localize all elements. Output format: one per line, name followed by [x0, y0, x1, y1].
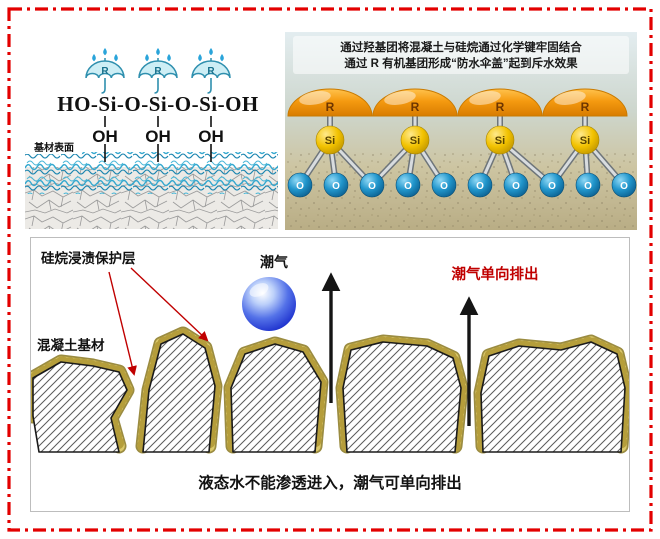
r-dome-group: R R R R	[287, 88, 628, 117]
bottom-caption: 液态水不能渗透进入，潮气可单向排出	[198, 473, 462, 492]
o-label: O	[404, 181, 412, 192]
o-atom: O	[287, 172, 313, 198]
o-atom: O	[467, 172, 493, 198]
oh-labels: OH OH OH	[92, 127, 224, 146]
cross-section-drawing: 硅烷浸渍保护层 潮气 潮气单向排出 混凝土基材 液态水不能渗透进入，潮气可单向排…	[31, 250, 629, 492]
dome-r-label: R	[581, 100, 590, 114]
umbrella-icon: R	[138, 48, 178, 94]
umbrella-icon: R	[85, 48, 125, 94]
bond-lines-to-oh	[104, 116, 212, 127]
si-atom: Si	[315, 125, 345, 155]
chemical-formula-drawing: 基材表面 R	[25, 48, 278, 229]
o-atom: O	[395, 172, 421, 198]
concrete-block	[32, 333, 626, 453]
water-droplet-ball	[242, 277, 296, 331]
frame-rect	[7, 7, 653, 532]
caption-line-2: 通过 R 有机基团形成“防水伞盖”起到斥水效果	[344, 56, 578, 70]
si-atom: Si	[400, 125, 430, 155]
dome-r-label: R	[411, 100, 420, 114]
panel-molecular-structure: 通过羟基团将混凝土与硅烷通过化学键牢固结合 通过 R 有机基团形成“防水伞盖”起…	[285, 32, 637, 230]
red-pointer-lines	[108, 267, 209, 376]
umbrella-r-label: R	[207, 66, 215, 77]
dome-r-label: R	[496, 100, 505, 114]
si-atom: Si	[570, 125, 600, 155]
caption-line-1: 通过羟基团将混凝土与硅烷通过化学键牢固结合	[340, 40, 582, 54]
pointer-line	[130, 267, 209, 342]
o-label: O	[476, 181, 484, 192]
moisture-up-arrows	[321, 272, 479, 426]
umbrella-group: R R	[85, 48, 231, 94]
umbrella-r-label: R	[101, 66, 109, 77]
o-atom: O	[323, 172, 349, 198]
o-label: O	[368, 181, 376, 192]
moisture-label: 潮气	[260, 254, 288, 270]
rain-drop-icon	[145, 48, 171, 62]
o-atom: O	[611, 172, 637, 198]
oh-label: OH	[198, 127, 224, 146]
surface-label-group: 基材表面	[26, 140, 82, 154]
umbrella-r-label: R	[154, 66, 162, 77]
coated-concrete-blocks	[31, 326, 629, 454]
panel-cross-section: 硅烷浸渍保护层 潮气 潮气单向排出 混凝土基材 液态水不能渗透进入，潮气可单向排…	[30, 237, 630, 512]
si-atom: Si	[485, 125, 515, 155]
o-atom: O	[359, 172, 385, 198]
waterproof-dome: R	[372, 88, 458, 117]
o-label: O	[620, 181, 628, 192]
o-atom: O	[431, 172, 457, 198]
pointer-line	[108, 271, 137, 376]
caption-group: 通过羟基团将混凝土与硅烷通过化学键牢固结合 通过 R 有机基团形成“防水伞盖”起…	[293, 36, 629, 74]
si-label: Si	[410, 135, 420, 147]
si-label: Si	[495, 135, 505, 147]
si-label: Si	[325, 135, 335, 147]
molecular-structure-drawing: 通过羟基团将混凝土与硅烷通过化学键牢固结合 通过 R 有机基团形成“防水伞盖”起…	[285, 32, 637, 230]
caption-bg	[293, 36, 629, 74]
waterproof-dome: R	[542, 88, 628, 117]
substrate-label: 混凝土基材	[37, 337, 105, 353]
o-atom: O	[575, 172, 601, 198]
o-atom-group: O O O O O O O O O O	[287, 172, 637, 198]
moisture-exit-label: 潮气单向排出	[452, 265, 539, 283]
o-atom: O	[539, 172, 565, 198]
o-label: O	[548, 181, 556, 192]
panel-chemical-formula: 基材表面 R	[25, 32, 278, 230]
bond-lines-to-surface	[104, 144, 212, 162]
substrate-texture	[25, 152, 278, 229]
o-label: O	[584, 181, 592, 192]
protective-layer-label: 硅烷浸渍保护层	[41, 250, 136, 266]
rain-drop-icon	[198, 48, 224, 62]
o-label: O	[296, 181, 304, 192]
o-atom: O	[503, 172, 529, 198]
o-label: O	[512, 181, 520, 192]
dome-r-label: R	[326, 100, 335, 114]
oh-label: OH	[145, 127, 171, 146]
o-label: O	[440, 181, 448, 192]
surface-label: 基材表面	[33, 141, 74, 154]
waterproof-dome: R	[287, 88, 373, 117]
surface-label-bg	[26, 140, 82, 154]
rain-drop-icon	[92, 48, 118, 62]
waterproof-dome: R	[457, 88, 543, 117]
silane-formula-text: HO-Si-O-Si-O-Si-OH	[57, 92, 259, 116]
umbrella-icon: R	[191, 48, 231, 94]
si-atom-group: Si Si Si Si	[315, 125, 600, 155]
o-label: O	[332, 181, 340, 192]
oh-label: OH	[92, 127, 118, 146]
si-label: Si	[580, 135, 590, 147]
